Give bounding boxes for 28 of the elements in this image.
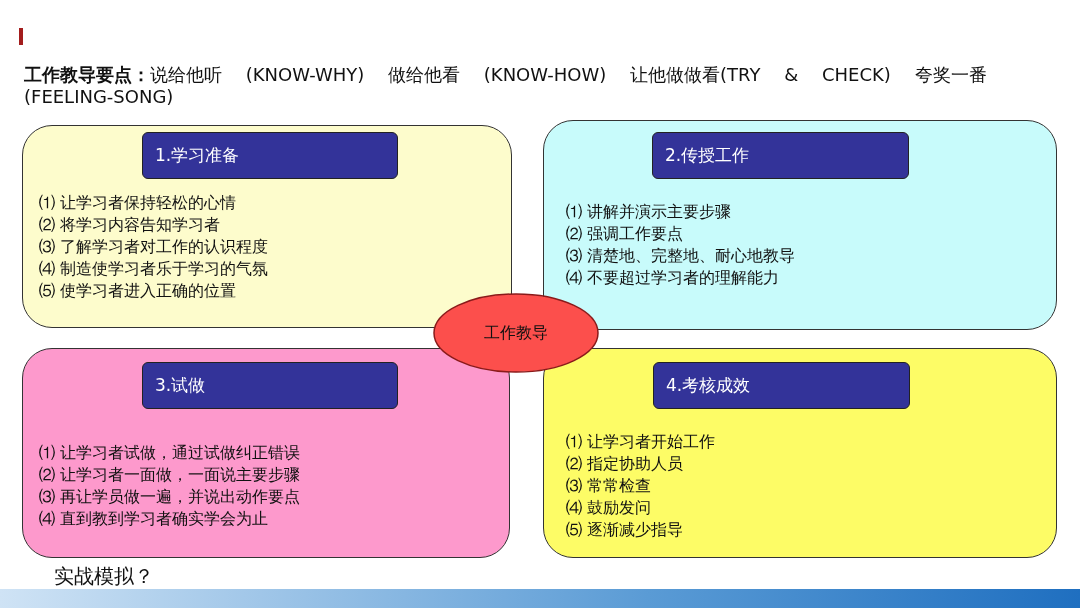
title: 工作教导要点：说给他听 (KNOW-WHY) 做给他看 (KNOW-HOW) 让他做做看(TRY & CHECK) 夸奖一番(FEELING-SONG) <box>24 64 988 108</box>
rounded-box <box>22 348 510 558</box>
list-item: ⑷ 不要超过学习者的理解能力 <box>566 267 780 289</box>
list-item: ⑷ 鼓励发问 <box>566 497 652 519</box>
list-item: ⑶ 常常检查 <box>566 475 652 497</box>
list-item: ⑷ 制造使学习者乐于学习的气氛 <box>39 258 269 280</box>
ellipse-label: 工作教导 <box>483 322 549 344</box>
list-item: ⑵ 指定协助人员 <box>566 453 684 475</box>
list-item: ⑴ 让学习者试做，通过试做纠正错误 <box>39 442 301 464</box>
list-item: ⑵ 强调工作要点 <box>566 223 684 245</box>
list-item: ⑴ 让学习者开始工作 <box>566 431 716 453</box>
list-item: ⑶ 再让学员做一遍，并说出动作要点 <box>39 486 301 508</box>
rounded-box <box>543 348 1057 558</box>
list-item: ⑸ 逐渐减少指导 <box>566 519 684 541</box>
list-item: ⑸ 使学习者进入正确的位置 <box>39 280 237 302</box>
center-ellipse <box>433 293 599 373</box>
list-item: ⑶ 清楚地、完整地、耐心地教导 <box>566 245 796 267</box>
list-item: ⑴ 让学习者保持轻松的心情 <box>39 192 237 214</box>
list-item: ⑵ 让学习者一面做，一面说主要步骤 <box>39 464 301 486</box>
header-box: 1.学习准备 <box>142 132 398 179</box>
list-item: ⑶ 了解学习者对工作的认识程度 <box>39 236 269 258</box>
list-item: ⑵ 将学习内容告知学习者 <box>39 214 221 236</box>
note-text: 实战模拟？ <box>54 564 154 588</box>
header-box: 3.试做 <box>142 362 398 409</box>
list-item: ⑷ 直到教到学习者确实学会为止 <box>39 508 269 530</box>
list-item: ⑴ 讲解并演示主要步骤 <box>566 201 732 223</box>
header-box: 4.考核成效 <box>653 362 910 409</box>
header-box: 2.传授工作 <box>652 132 909 179</box>
